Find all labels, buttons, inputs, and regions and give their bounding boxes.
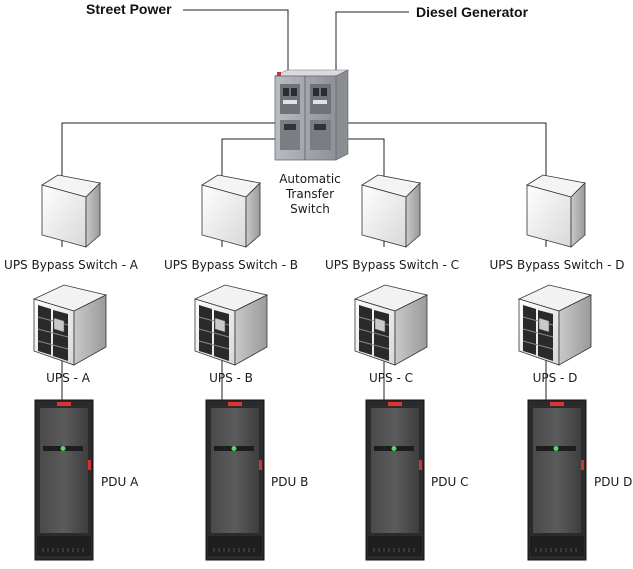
ups-label-c: UPS - C <box>369 371 413 385</box>
bypass-switch-cube-a <box>41 174 101 248</box>
bypass-switch-label-c: UPS Bypass Switch - C <box>324 258 460 272</box>
pdu-label-a: PDU A <box>101 475 139 489</box>
diesel-generator-label: Diesel Generator <box>416 4 529 20</box>
pdu-racks <box>34 399 587 561</box>
pdu-rack-d <box>527 399 587 561</box>
bypass-switch-cube-d <box>526 174 586 248</box>
bypass-switch-cubes <box>41 174 586 248</box>
pdu-label-b: PDU B <box>271 475 309 489</box>
ups-label-d: UPS - D <box>532 371 578 385</box>
diesel-generator-line <box>335 11 409 70</box>
bypass-switch-cube-c <box>361 174 421 248</box>
bypass-switch-cube-b <box>201 174 261 248</box>
ats-label-line1: Automatic <box>279 172 341 186</box>
bypass-switch-label-d: UPS Bypass Switch - D <box>489 258 625 272</box>
ups-units <box>32 284 593 366</box>
bypass-switch-label-a: UPS Bypass Switch - A <box>4 258 138 272</box>
ups-unit-b <box>193 284 269 366</box>
pdu-rack-c <box>365 399 425 561</box>
ups-label-a: UPS - A <box>46 371 90 385</box>
feed-lines <box>183 9 409 70</box>
street-power-label: Street Power <box>86 1 172 17</box>
pdu-label-c: PDU C <box>431 475 469 489</box>
automatic-transfer-switch <box>274 69 349 161</box>
pdu-label-d: PDU D <box>594 475 633 489</box>
ups-unit-c <box>353 284 429 366</box>
ups-unit-d <box>517 284 593 366</box>
ats-label-line2: Transfer <box>285 187 335 201</box>
street-power-line <box>183 9 289 70</box>
pdu-rack-b <box>205 399 265 561</box>
ups-label-b: UPS - B <box>209 371 253 385</box>
ats-label-line3: Switch <box>290 202 330 216</box>
ats-label: Automatic Transfer Switch <box>270 172 350 217</box>
pdu-rack-a <box>34 399 94 561</box>
ups-unit-a <box>32 284 108 366</box>
bypass-switch-label-b: UPS Bypass Switch - B <box>164 258 298 272</box>
